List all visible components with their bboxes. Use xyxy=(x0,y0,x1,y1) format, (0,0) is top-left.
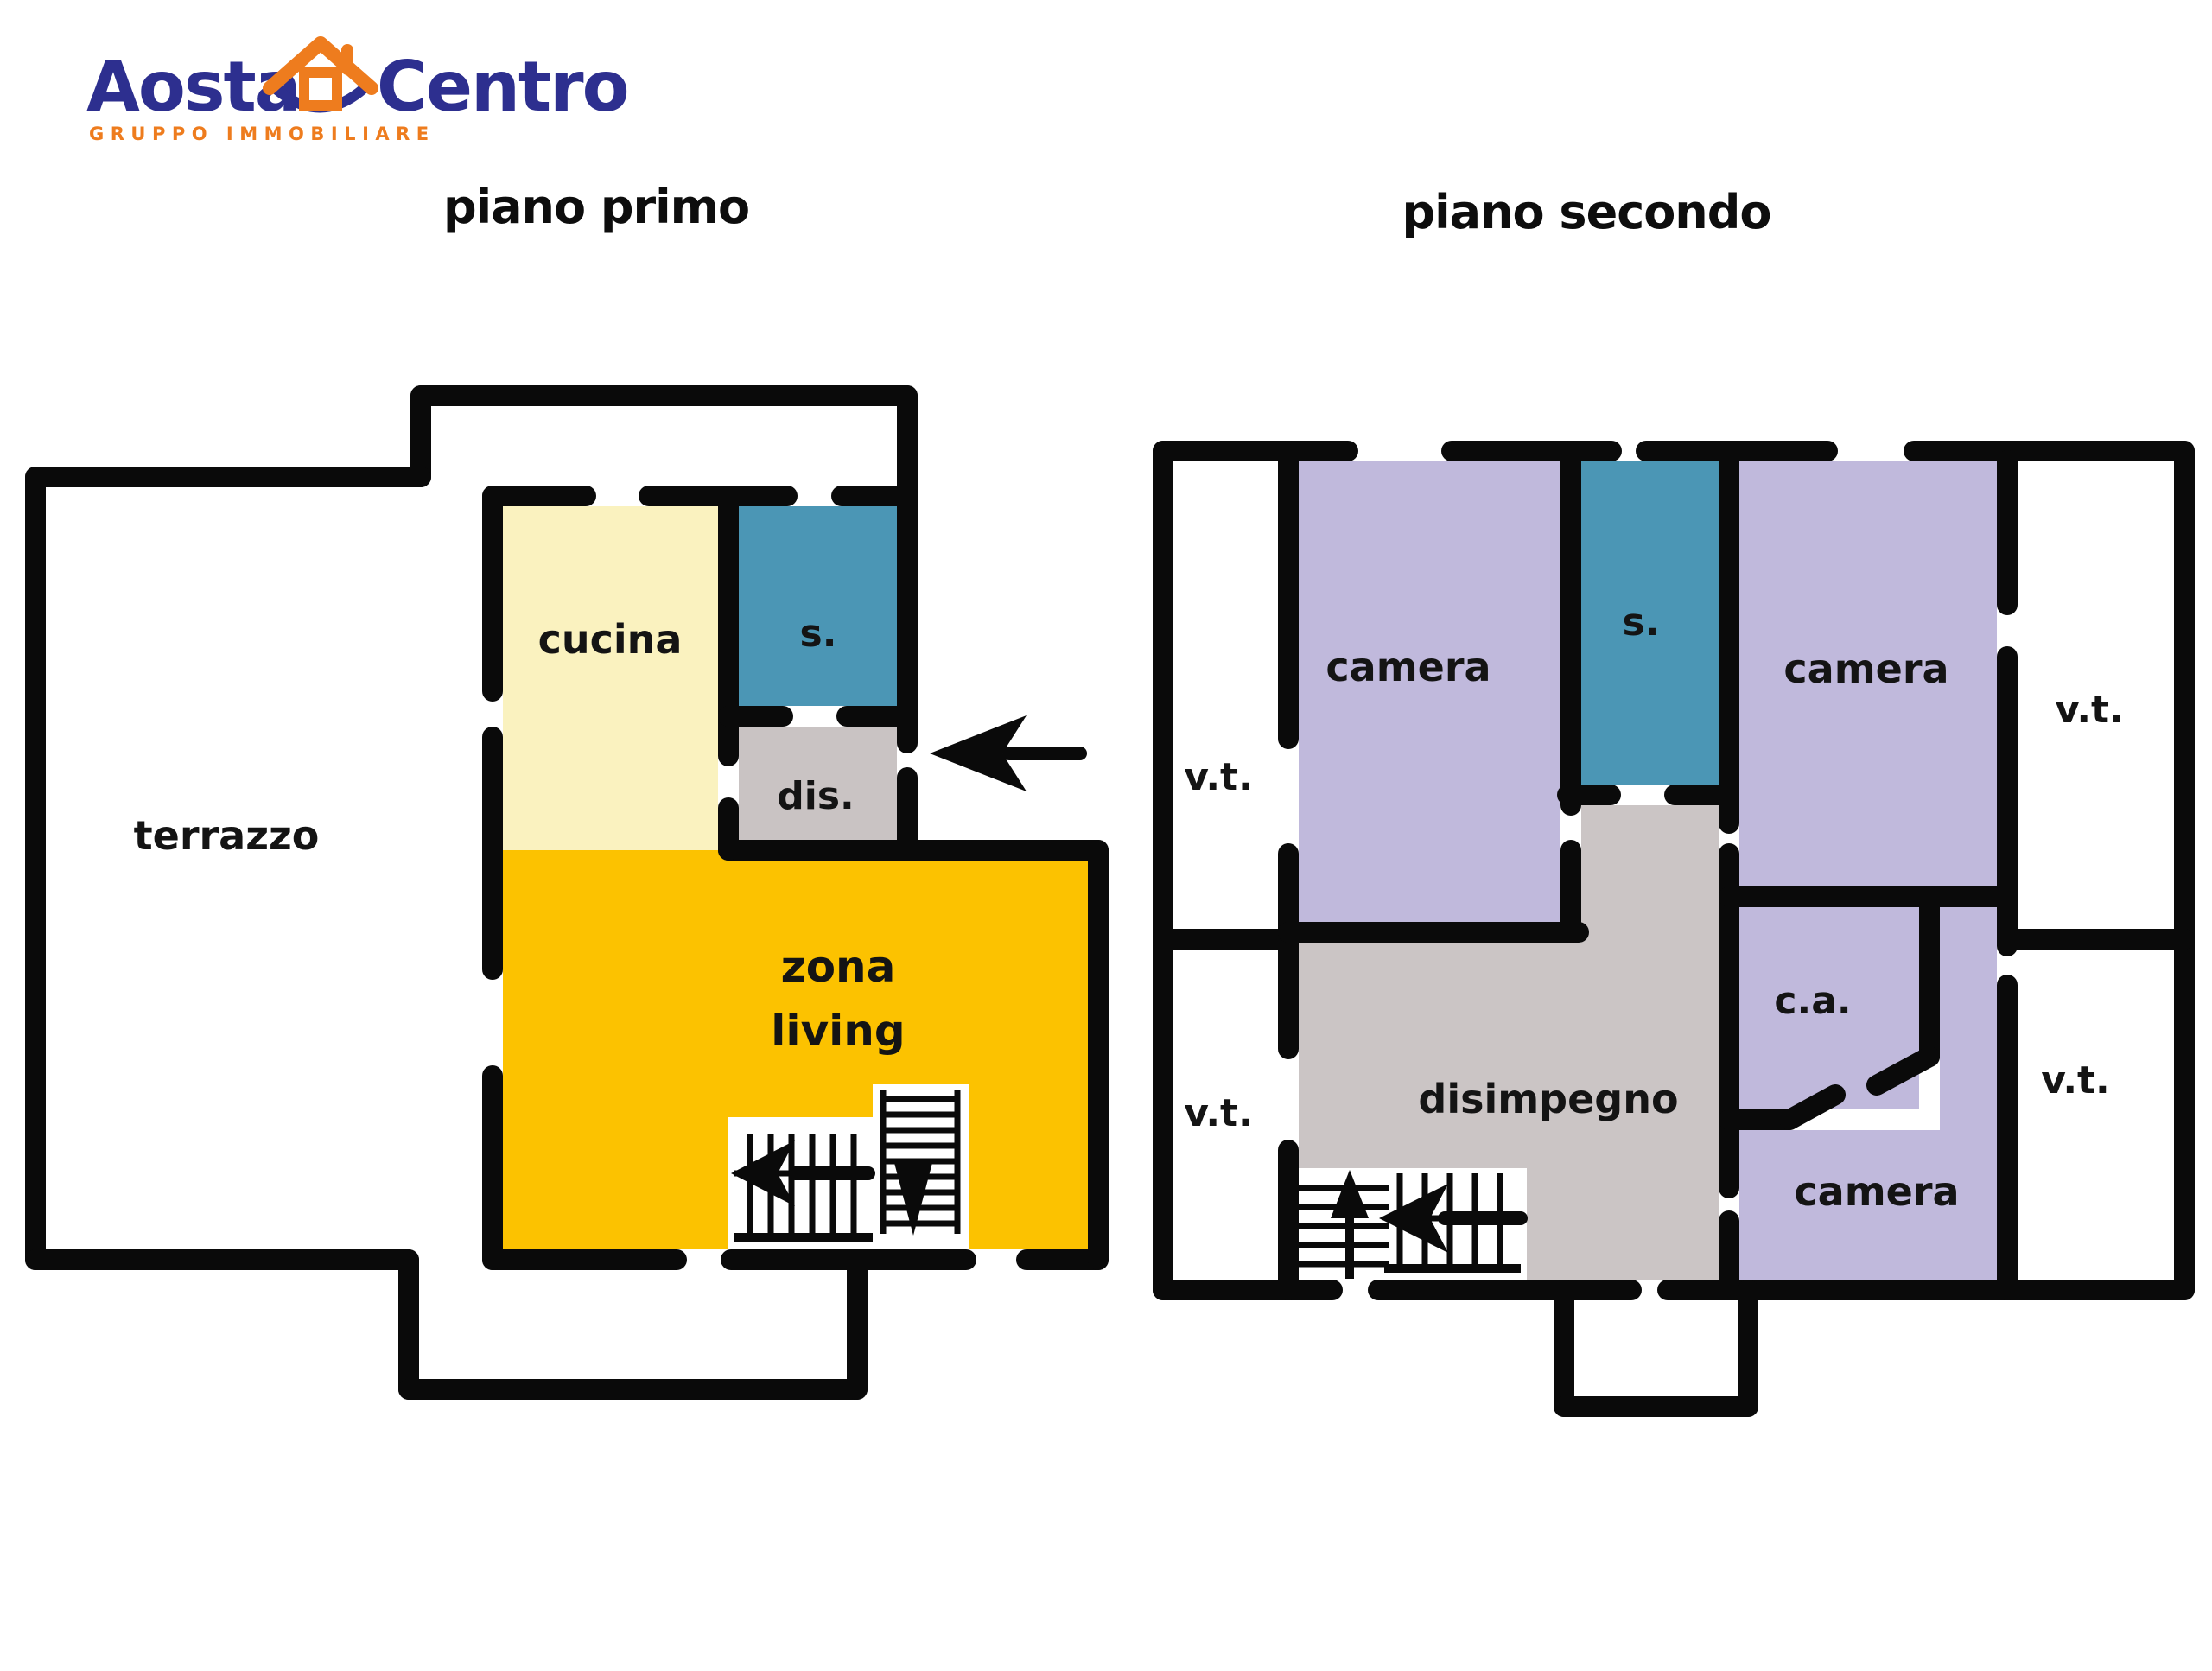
room-label-living: living xyxy=(771,1006,905,1056)
room-label-zona: zona xyxy=(781,942,896,992)
room-camera-nw xyxy=(1299,461,1560,922)
stairs-icon xyxy=(731,1134,875,1242)
room-label-disimpegno: disimpegno xyxy=(1418,1076,1678,1122)
room-label-vt-sw: v.t. xyxy=(1184,1091,1253,1135)
stairs-up-arrow-icon xyxy=(1331,1170,1369,1218)
floor2-plan: piano secondo xyxy=(1153,185,2195,1417)
floor1-title: piano primo xyxy=(443,180,749,234)
stairs-down-arrow-icon xyxy=(893,1160,933,1236)
room-label-terrazzo: terrazzo xyxy=(134,812,320,859)
floor1-walls xyxy=(25,385,1109,1400)
stairs-up-icon xyxy=(1296,1170,1389,1279)
room-label-s2: s. xyxy=(1623,600,1660,645)
room-camera-ne xyxy=(1739,461,1997,886)
room-dis xyxy=(739,727,897,840)
stairs-down-icon xyxy=(880,1090,961,1236)
brand-word-centro: Centro xyxy=(377,47,628,127)
room-label-cucina: cucina xyxy=(538,616,683,663)
room-label-camera-nw: camera xyxy=(1325,644,1491,690)
room-label-camera-ne: camera xyxy=(1783,645,1948,692)
room-disimpegno xyxy=(1299,805,1719,1280)
house-icon xyxy=(263,36,378,113)
stairs2-icon xyxy=(1379,1173,1528,1273)
room-label-s: s. xyxy=(800,612,837,656)
room-cucina xyxy=(503,506,718,850)
floor2-title: piano secondo xyxy=(1402,185,1770,239)
room-label-camera-se: camera xyxy=(1794,1168,1959,1215)
brand-tagline: GRUPPO IMMOBILIARE xyxy=(89,124,435,144)
room-camera-se xyxy=(1739,907,1997,1280)
entry-arrow-icon xyxy=(930,715,1087,791)
brand-logo: Aosta Centro GRUPPO IMMOBILIARE xyxy=(86,36,630,144)
room-label-ca: c.a. xyxy=(1774,979,1851,1023)
floor2-walls xyxy=(1153,441,2195,1417)
room-s2 xyxy=(1581,461,1719,785)
room-label-vt-se: v.t. xyxy=(2041,1058,2110,1102)
room-label-dis: dis. xyxy=(777,774,854,818)
floor1-plan: piano primo xyxy=(25,180,1109,1400)
room-label-vt-ne: v.t. xyxy=(2055,688,2124,732)
room-s-bagno xyxy=(739,506,897,706)
room-label-vt-nw: v.t. xyxy=(1184,755,1253,799)
